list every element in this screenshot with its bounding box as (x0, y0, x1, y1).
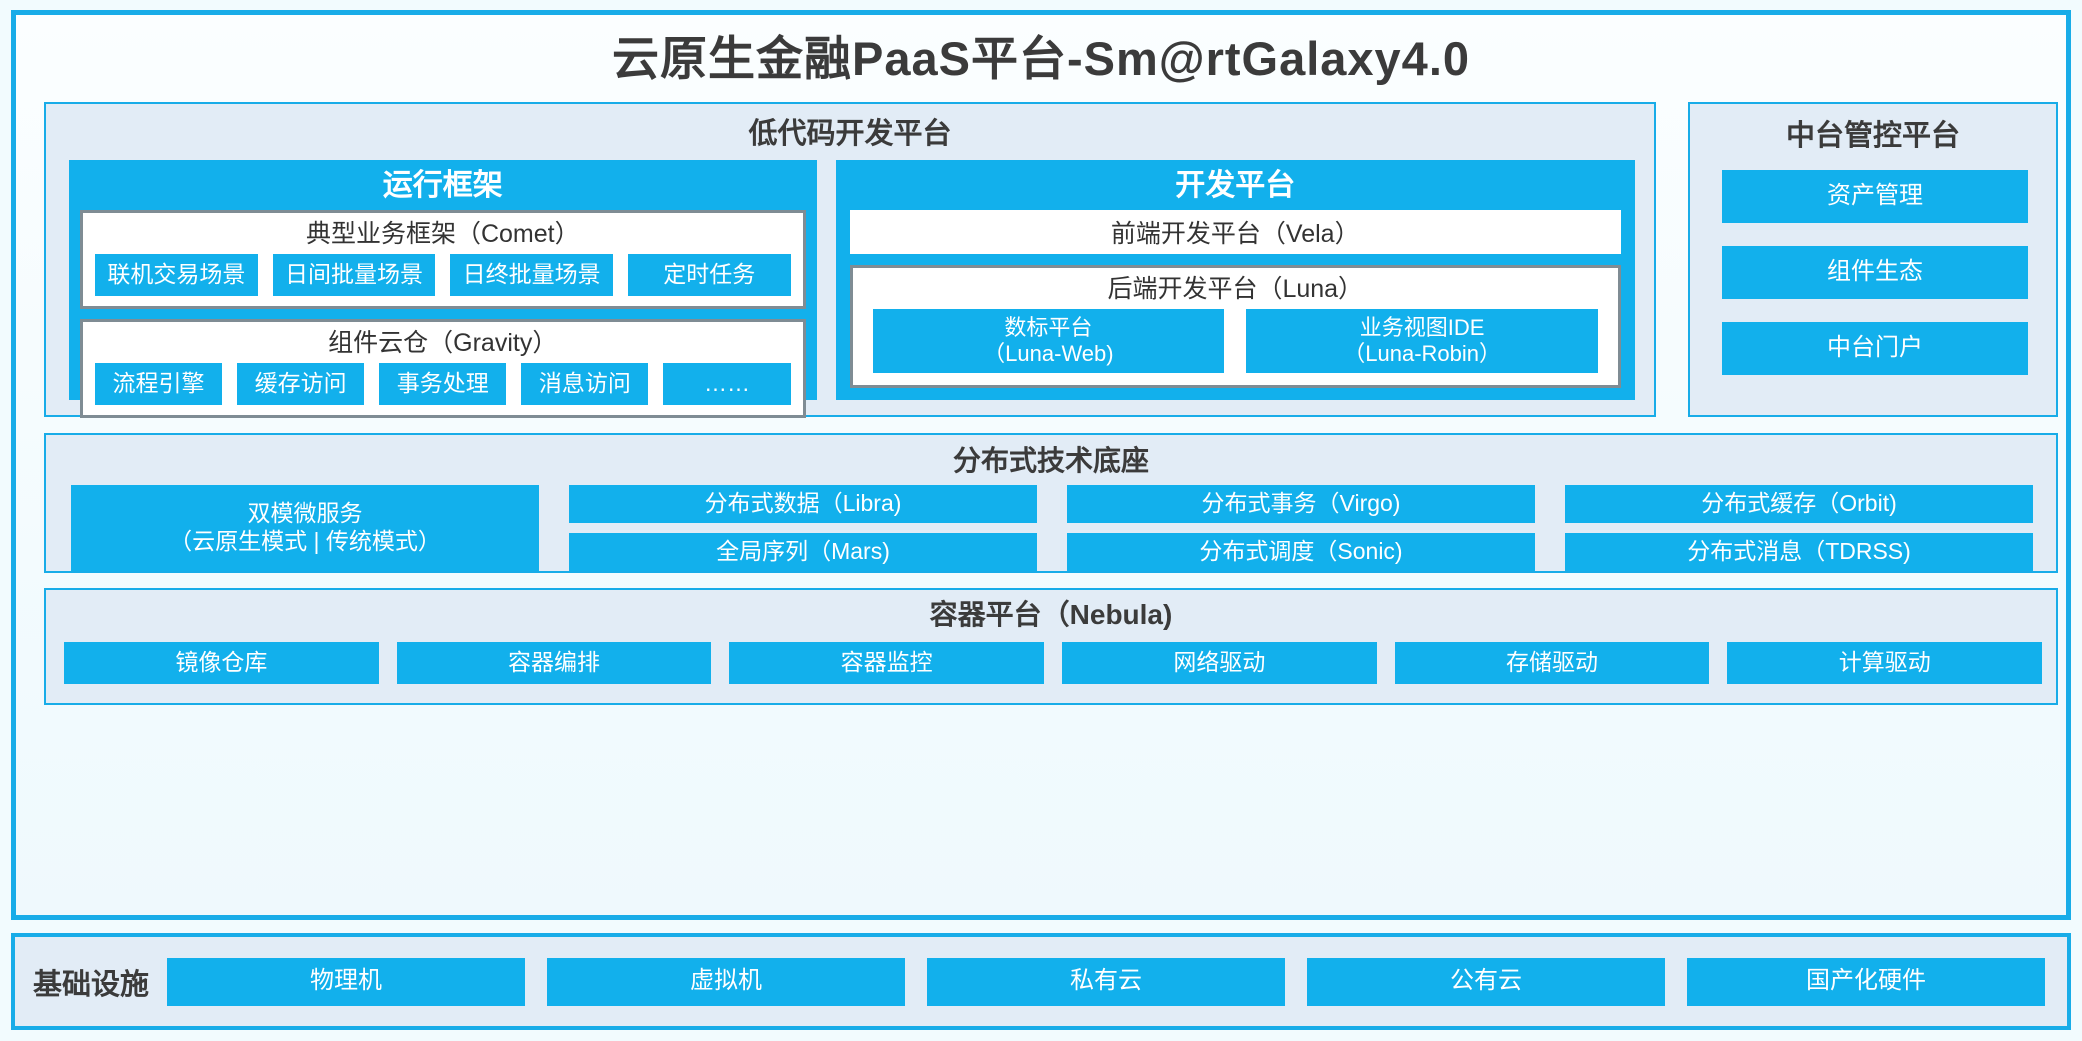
page-title: 云原生金融PaaS平台-Sm@rtGalaxy4.0 (611, 32, 1471, 85)
microservice-line2: （云原生模式 | 传统模式） (169, 528, 441, 554)
lowcode-platform-title: 低代码开发平台 (748, 118, 952, 150)
container-platform-panel: 容器平台（Nebula) 镜像仓库 容器编排 容器监控 网络驱动 存储驱动 计算… (44, 588, 2058, 705)
comet-item-intraday-batch[interactable]: 日间批量场景 (272, 253, 436, 296)
infra-item-virtual-machine[interactable]: 虚拟机 (547, 957, 905, 1006)
runtime-framework-block: 运行框架 典型业务框架（Comet） 联机交易场景 日间批量场景 日终批量场景 … (69, 160, 817, 418)
base-item-distributed-scheduling-sonic[interactable]: 分布式调度（Sonic) (1067, 533, 1535, 571)
infrastructure-panel: 基础设施 物理机 虚拟机 私有云 公有云 国产化硬件 (11, 933, 2071, 1030)
container-item-image-registry[interactable]: 镜像仓库 (64, 642, 379, 684)
gravity-title: 组件云仓（Gravity） (328, 328, 558, 357)
infra-item-domestic-hardware[interactable]: 国产化硬件 (1687, 957, 2045, 1006)
container-item-orchestration[interactable]: 容器编排 (396, 642, 712, 684)
gravity-item-transaction-processing[interactable]: 事务处理 (379, 362, 507, 405)
comet-item-eod-batch[interactable]: 日终批量场景 (450, 253, 613, 296)
container-platform-title: 容器平台（Nebula) (929, 599, 1173, 630)
comet-item-scheduled-task[interactable]: 定时任务 (627, 253, 791, 296)
base-item-distributed-message-tdrss[interactable]: 分布式消息（TDRSS) (1565, 533, 2033, 571)
luna-web-line2: （Luna-Web) (983, 341, 1114, 366)
luna-web-line1: 数标平台 (1004, 314, 1093, 340)
luna-item-data-standard-platform[interactable]: 数标平台 （Luna-Web) (872, 309, 1225, 373)
gravity-item-ellipsis[interactable]: …… (663, 362, 791, 405)
base-item-distributed-data-libra[interactable]: 分布式数据（Libra) (569, 485, 1037, 523)
container-item-storage-driver[interactable]: 存储驱动 (1394, 642, 1710, 684)
base-column-data: 分布式数据（Libra) 全局序列（Mars) (569, 485, 1037, 571)
luna-item-business-view-ide[interactable]: 业务视图IDE （Luna-Robin） (1246, 309, 1599, 373)
development-platform-block: 开发平台 前端开发平台（Vela） 后端开发平台（Luna） 数标平台 （Lun… (835, 160, 1635, 400)
gravity-item-message-access[interactable]: 消息访问 (521, 362, 649, 405)
infrastructure-label: 基础设施 (32, 968, 149, 1001)
base-column-microservice: 双模微服务 （云原生模式 | 传统模式） (71, 485, 539, 571)
comet-title: 典型业务框架（Comet） (305, 220, 580, 248)
console-platform-title: 中台管控平台 (1785, 120, 1960, 152)
infra-item-physical-machine[interactable]: 物理机 (167, 957, 525, 1006)
distributed-base-title: 分布式技术底座 (952, 445, 1149, 476)
backend-platform-luna-box: 后端开发平台（Luna） 数标平台 （Luna-Web) 业务视图IDE （Lu… (849, 265, 1621, 388)
base-item-distributed-cache-orbit[interactable]: 分布式缓存（Orbit) (1565, 485, 2033, 523)
infra-item-private-cloud[interactable]: 私有云 (927, 957, 1285, 1006)
frontend-platform-vela[interactable]: 前端开发平台（Vela） (849, 210, 1621, 255)
container-item-network-driver[interactable]: 网络驱动 (1062, 642, 1377, 684)
container-item-monitoring[interactable]: 容器监控 (729, 642, 1045, 684)
console-item-component-ecosystem[interactable]: 组件生态 (1722, 246, 2028, 299)
platform-frame: 云原生金融PaaS平台-Sm@rtGalaxy4.0 低代码开发平台 运行框架 … (11, 10, 2071, 920)
infra-item-public-cloud[interactable]: 公有云 (1307, 957, 1665, 1006)
console-platform-panel: 中台管控平台 资产管理 组件生态 中台门户 (1688, 102, 2058, 417)
gravity-item-cache-access[interactable]: 缓存访问 (237, 362, 365, 405)
gravity-box: 组件云仓（Gravity） 流程引擎 缓存访问 事务处理 消息访问 …… (80, 318, 806, 418)
base-item-distributed-transaction-virgo[interactable]: 分布式事务（Virgo) (1067, 485, 1535, 523)
base-item-dual-mode-microservice[interactable]: 双模微服务 （云原生模式 | 传统模式） (71, 485, 539, 571)
microservice-line1: 双模微服务 (247, 500, 363, 527)
distributed-base-panel: 分布式技术底座 双模微服务 （云原生模式 | 传统模式） 分布式数据（Libra… (44, 433, 2058, 573)
console-item-portal[interactable]: 中台门户 (1722, 322, 2028, 375)
gravity-item-process-engine[interactable]: 流程引擎 (95, 362, 223, 405)
container-item-compute-driver[interactable]: 计算驱动 (1727, 642, 2043, 684)
comet-item-online-transaction[interactable]: 联机交易场景 (95, 253, 258, 296)
base-column-cache: 分布式缓存（Orbit) 分布式消息（TDRSS) (1565, 485, 2033, 571)
runtime-framework-title: 运行框架 (382, 169, 503, 202)
lowcode-platform-panel: 低代码开发平台 运行框架 典型业务框架（Comet） 联机交易场景 日间批量场景… (44, 102, 1656, 418)
base-column-transaction: 分布式事务（Virgo) 分布式调度（Sonic) (1067, 485, 1535, 571)
luna-robin-line1: 业务视图IDE (1359, 314, 1485, 340)
development-platform-title: 开发平台 (1175, 169, 1296, 202)
backend-platform-title: 后端开发平台（Luna） (1107, 275, 1364, 304)
comet-box: 典型业务框架（Comet） 联机交易场景 日间批量场景 日终批量场景 定时任务 (80, 210, 806, 309)
console-item-asset-management[interactable]: 资产管理 (1722, 170, 2028, 223)
base-item-global-sequence-mars[interactable]: 全局序列（Mars) (569, 533, 1037, 571)
luna-robin-line2: （Luna-Robin） (1343, 341, 1502, 366)
